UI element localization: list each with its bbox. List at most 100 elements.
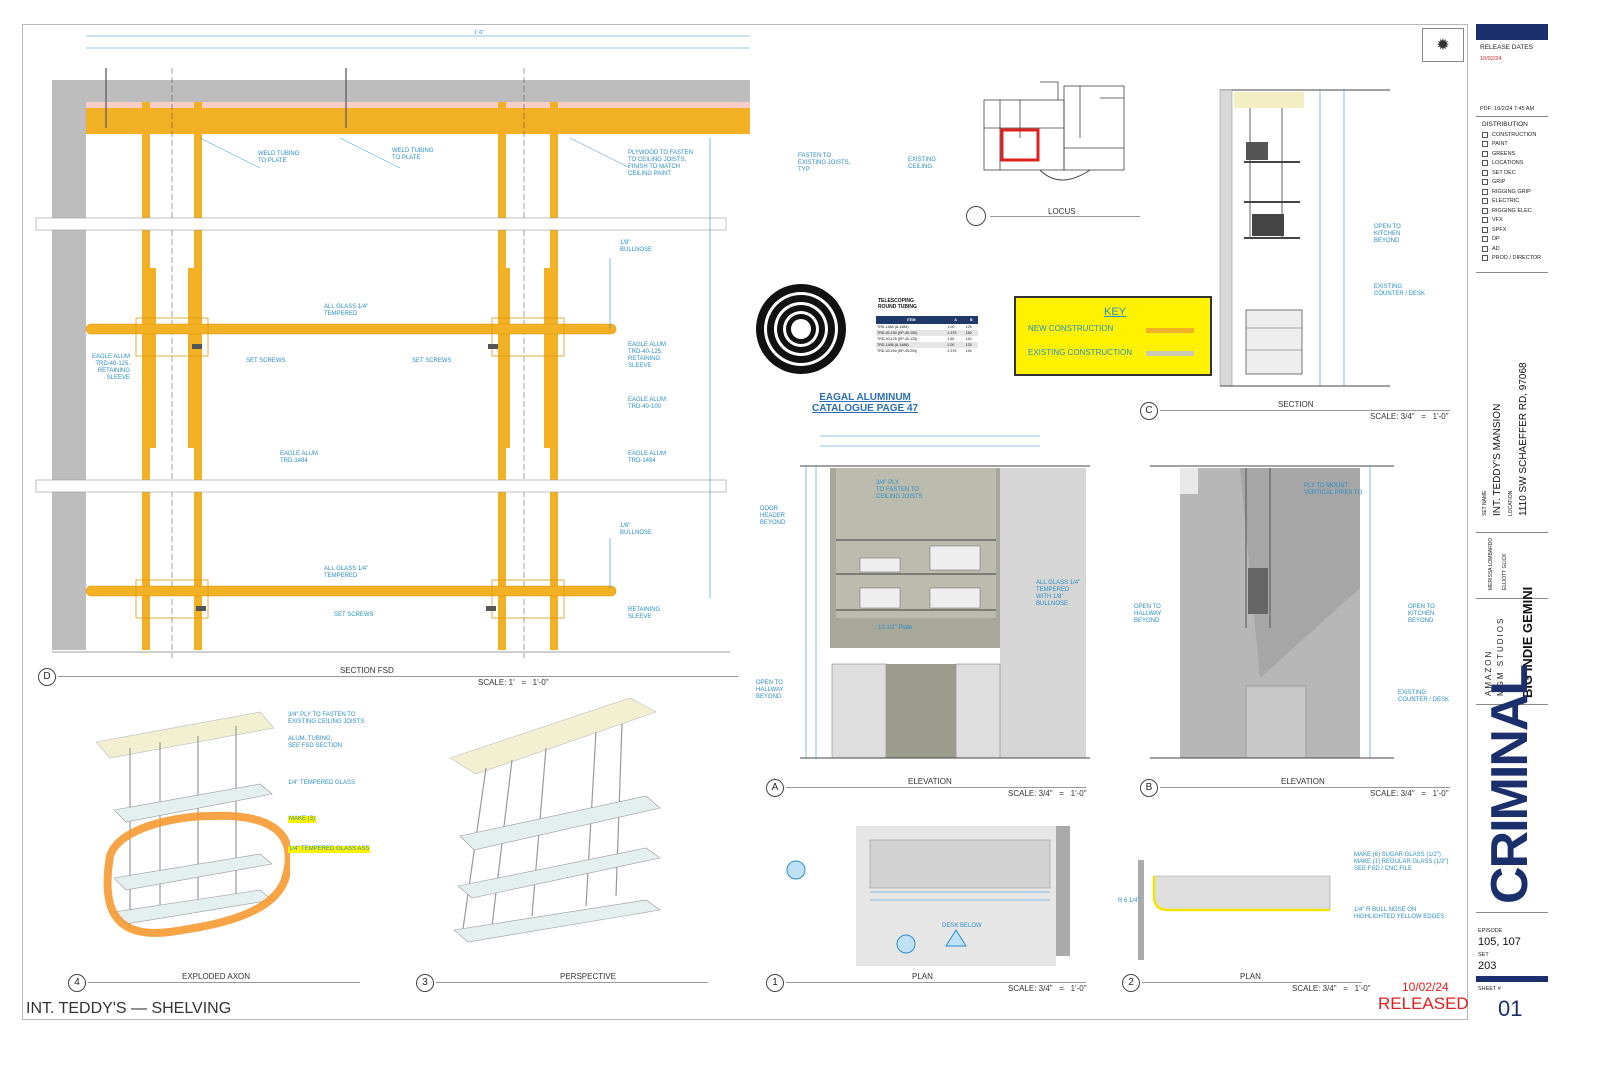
view-title-3: PERSPECTIVE — [560, 972, 617, 981]
distribution-item-label: RIGGING GRIP — [1492, 188, 1531, 195]
note-a-open-hall: OPEN TO HALLWAY BEYOND — [756, 680, 784, 700]
tubing-col-a: A — [954, 318, 957, 322]
checkbox[interactable] — [1482, 255, 1488, 262]
sheet-border — [22, 24, 1468, 1020]
table-cell: 1.00 — [947, 325, 955, 329]
distribution-item[interactable]: DP — [1482, 235, 1541, 245]
view-bubble-4: 4 — [68, 974, 86, 992]
distribution-label: DISTRIBUTION — [1482, 121, 1528, 128]
table-cell: 1.375 — [947, 331, 957, 335]
note-glass-bottom: ALL GLASS 1/4" TEMPERED — [324, 566, 369, 579]
title-rule-1 — [786, 982, 1086, 983]
distribution-item[interactable]: ELECTRIC — [1482, 197, 1541, 207]
note-eagle-mid: EAGLE ALUM TRD-1484 — [280, 451, 319, 464]
distribution-item[interactable]: CONSTRUCTION — [1482, 130, 1541, 140]
release-status: RELEASED — [1378, 994, 1469, 1013]
table-row: TRD-1486 (A-1486) 2.00 125 — [876, 342, 978, 348]
view-scale-2: SCALE: 3/4" = 1'-0" — [1292, 984, 1371, 993]
table-cell: TRD-40-125 (EP-40-125) — [877, 337, 918, 341]
checkbox[interactable] — [1482, 131, 1488, 138]
distribution-item[interactable]: AD — [1482, 244, 1541, 254]
note-weld-right: WELD TUBING TO PLATE — [392, 148, 434, 161]
view-bubble-1: 1 — [766, 974, 784, 992]
checkbox[interactable] — [1482, 198, 1488, 205]
note-weld-left: WELD TUBING TO PLATE — [258, 151, 300, 164]
checkbox[interactable] — [1482, 188, 1488, 195]
title-block-divider — [1476, 272, 1548, 273]
checkbox[interactable] — [1482, 160, 1488, 167]
release-date: 10/02/24 — [1480, 56, 1502, 62]
distribution-item-label: PAINT — [1492, 141, 1508, 148]
distribution-item[interactable]: SPFX — [1482, 225, 1541, 235]
checkbox[interactable] — [1482, 141, 1488, 148]
table-cell: 150 — [965, 331, 972, 335]
axon-drawing — [95, 711, 290, 937]
view-title-d: SECTION FSD — [340, 666, 394, 675]
distribution-list: CONSTRUCTION PAINT GREENS LOCATIONS SET … — [1482, 130, 1541, 263]
distribution-item[interactable]: GREENS — [1482, 149, 1541, 159]
table-cell: 2.00 — [947, 343, 955, 347]
table-cell: 125 — [965, 343, 972, 347]
note-b-existing-counter: EXISTING COUNTER / DESK — [1398, 690, 1450, 703]
view-title-b: ELEVATION — [1281, 777, 1325, 786]
table-cell: TRD-40-200 (EP-40-200) — [877, 349, 918, 353]
legend-new-swatch — [1146, 328, 1194, 333]
view-scale-c: SCALE: 3/4" = 1'-0" — [1370, 412, 1449, 421]
checkbox[interactable] — [1482, 207, 1488, 214]
union-seal-icon: ✹ — [1422, 28, 1464, 62]
note-c-existing-counter: EXISTING COUNTER / DESK — [1374, 284, 1426, 297]
note-axon-tubing: ALUM. TUBING, SEE FSD SECTION — [288, 736, 343, 749]
note-a-door-header: DOOR HEADER BEYOND — [760, 506, 786, 526]
plan-2-drawing — [1138, 860, 1331, 960]
note-eagle-r2: EAGLE ALUM TRD-40-100 — [628, 397, 667, 410]
table-cell: 125 — [965, 325, 972, 329]
locus-plan — [983, 81, 1125, 181]
plan-1-drawing — [786, 826, 1070, 966]
title-rule-a — [786, 787, 1086, 788]
checkbox[interactable] — [1482, 217, 1488, 224]
checkbox[interactable] — [1482, 169, 1488, 176]
title-rule-c — [1160, 410, 1450, 411]
table-cell: TRD-40-150 (EP-40-150) — [877, 331, 918, 335]
table-cell: TRD-1486 (A-1486) — [877, 343, 909, 347]
distribution-item-label: PROD / DIRECTOR — [1492, 255, 1542, 262]
note-set-screws-right: SET SCREWS — [412, 358, 452, 364]
title-block: RELEASE DATES 10/02/24 PDF: 10/2/24 7:45… — [1476, 24, 1548, 1022]
table-row: TRD-40-150 (EP-40-150) 1.375 150 — [876, 330, 978, 336]
table-cell: 140 — [965, 337, 972, 341]
note-plan2-radius: R 6 1/4" — [1118, 898, 1140, 904]
distribution-item-label: ELECTRIC — [1492, 198, 1520, 205]
distribution-item[interactable]: LOCATIONS — [1482, 159, 1541, 169]
sheet-number-label: SHEET # — [1478, 986, 1501, 992]
distribution-item[interactable]: GRIP — [1482, 178, 1541, 188]
checkbox[interactable] — [1482, 150, 1488, 157]
view-bubble-a: A — [766, 779, 784, 797]
note-a-ply: 3/4" PLY TO FASTEN TO CEILING JOISTS — [876, 480, 923, 500]
view-bubble-c: C — [1140, 402, 1158, 420]
note-existing-ceiling: EXISTING CEILING — [908, 157, 937, 170]
view-scale-a: SCALE: 3/4" = 1'-0" — [1008, 789, 1087, 798]
art-director: ELLIOTT GLICK — [1502, 553, 1508, 590]
view-bubble-d: D — [38, 668, 56, 686]
set-number: 203 — [1478, 960, 1497, 972]
view-title-2: PLAN — [1240, 972, 1261, 981]
distribution-item[interactable]: VFX — [1482, 216, 1541, 226]
checkbox[interactable] — [1482, 245, 1488, 252]
legend-existing-swatch — [1146, 351, 1194, 356]
distribution-item[interactable]: SET DEC — [1482, 168, 1541, 178]
note-b-open-hall: OPEN TO HALLWAY BEYOND — [1134, 604, 1162, 624]
locus-bubble — [966, 206, 986, 226]
perspective-drawing — [449, 697, 661, 943]
tubing-title: TELESCOPING ROUND TUBING — [878, 298, 917, 310]
distribution-item[interactable]: PAINT — [1482, 140, 1541, 150]
location: 1110 SW SCHAEFFER RD, 97068 — [1518, 362, 1529, 516]
note-plywood: PLYWOOD TO FASTEN TO CEILING JOISTS, FIN… — [628, 150, 694, 177]
distribution-item[interactable]: RIGGING ELEC — [1482, 206, 1541, 216]
checkbox[interactable] — [1482, 226, 1488, 233]
distribution-item[interactable]: PROD / DIRECTOR — [1482, 254, 1541, 264]
checkbox[interactable] — [1482, 179, 1488, 186]
view-scale-d: SCALE: 1' = 1'-0" — [478, 678, 549, 687]
pdf-timestamp: PDF: 10/2/24 7:45 AM — [1480, 106, 1535, 112]
distribution-item[interactable]: RIGGING GRIP — [1482, 187, 1541, 197]
checkbox[interactable] — [1482, 236, 1488, 243]
